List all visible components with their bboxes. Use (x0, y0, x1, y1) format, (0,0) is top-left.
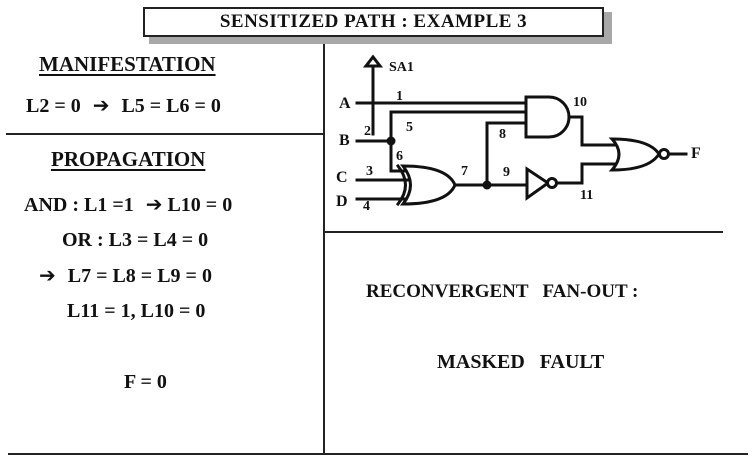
propagation-heading: PROPAGATION (51, 147, 206, 171)
vertical-divider (323, 44, 325, 454)
wire-11 (555, 162, 621, 185)
propagation-l11-line: L11 = 1, L10 = 0 (67, 300, 206, 322)
wire-10 (566, 115, 621, 147)
label-input-a: A (339, 95, 351, 112)
or-gate (399, 164, 457, 206)
label-line-5: 5 (406, 120, 413, 135)
junction-dot-7 (482, 180, 492, 190)
propagation-and-right: L10 = 0 (167, 194, 233, 216)
propagation-and-equation: AND : L1 =1 ➔ L10 = 0 (24, 192, 232, 217)
right-arrow-icon: ➔ (39, 263, 63, 287)
label-line-10: 10 (573, 95, 587, 110)
bottom-divider (8, 453, 748, 455)
right-horizontal-divider (325, 231, 723, 233)
manifestation-heading: MANIFESTATION (39, 52, 216, 76)
propagation-l7-line: L7 = L8 = L9 = 0 (67, 265, 212, 287)
label-line-6: 6 (396, 149, 403, 164)
label-input-c: C (336, 169, 348, 186)
sa1-triangle (362, 54, 384, 68)
junction-dot-b (386, 136, 396, 146)
label-line-8: 8 (499, 127, 506, 142)
not-gate (525, 166, 551, 201)
label-input-b: B (339, 132, 350, 149)
propagation-f-line: F = 0 (124, 371, 167, 393)
label-line-4: 4 (363, 199, 370, 214)
right-arrow-icon: ➔ (138, 192, 163, 216)
nor-gate-bubble (658, 148, 670, 160)
and-gate (524, 95, 571, 139)
label-line-7: 7 (461, 164, 468, 179)
label-line-1: 1 (396, 89, 403, 104)
or-gate-inner-arc (395, 163, 407, 207)
wire-5 (389, 110, 528, 143)
not-gate-bubble (546, 177, 558, 189)
manifestation-eq-left: L2 = 0 (26, 95, 81, 117)
label-line-3: 3 (366, 164, 373, 179)
slide-title: SENSITIZED PATH : EXAMPLE 3 (143, 7, 604, 37)
nor-gate (608, 137, 661, 172)
propagation-l7-equation: ➔ L7 = L8 = L9 = 0 (39, 263, 212, 288)
manifestation-equation: L2 = 0 ➔ L5 = L6 = 0 (26, 93, 221, 118)
right-arrow-icon: ➔ (85, 93, 117, 117)
propagation-and-left: AND : L1 =1 (24, 194, 134, 216)
propagation-or-line: OR : L3 = L4 = 0 (62, 229, 209, 251)
label-output-f: F (691, 145, 701, 162)
reconvergent-fanout-text: RECONVERGENT FAN-OUT : (366, 281, 639, 302)
label-line-9: 9 (503, 165, 510, 180)
label-line-2: 2 (364, 124, 371, 139)
manifestation-eq-right: L5 = L6 = 0 (121, 95, 221, 117)
label-line-11: 11 (580, 188, 593, 203)
label-input-d: D (336, 193, 348, 210)
masked-fault-text: MASKED FAULT (437, 351, 605, 373)
left-horizontal-divider (6, 133, 323, 135)
label-sa1: SA1 (389, 60, 414, 75)
wire-8 (485, 121, 528, 187)
